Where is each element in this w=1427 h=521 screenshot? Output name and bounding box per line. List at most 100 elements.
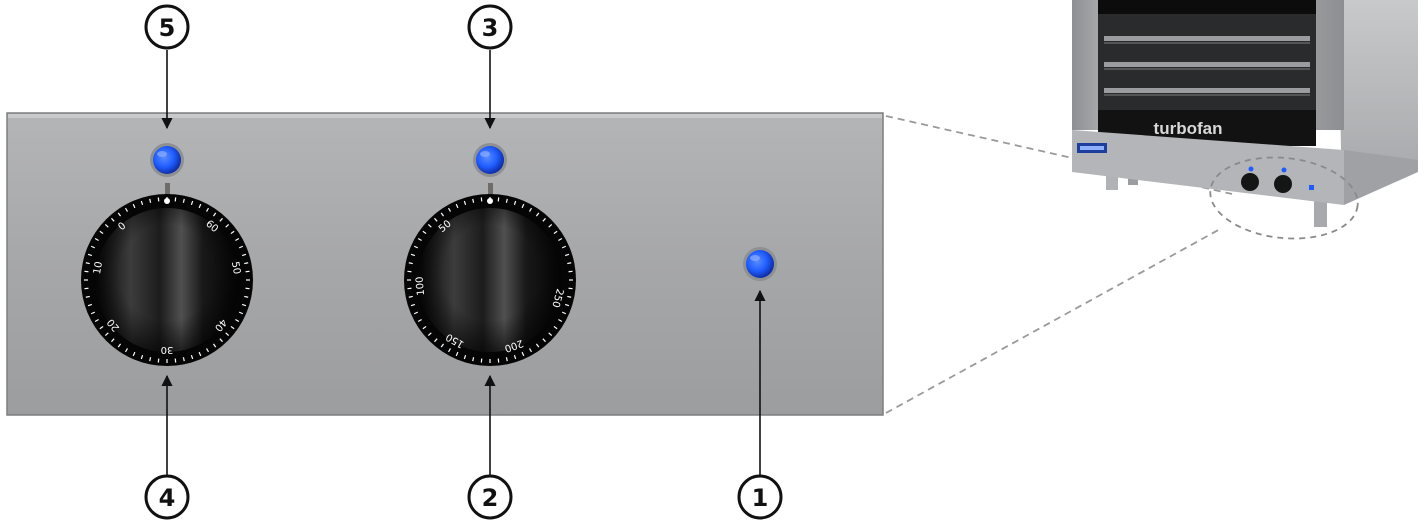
dial-tick — [553, 325, 558, 330]
dial-tick — [567, 262, 572, 265]
dial-tick — [548, 224, 553, 228]
dial-tick — [513, 200, 517, 206]
svg-text:5: 5 — [159, 14, 176, 42]
power-indicator-lamp — [743, 247, 777, 281]
dial-tick — [190, 354, 194, 360]
dial-tick — [238, 245, 244, 249]
thermostat-knob-pointer — [488, 183, 493, 197]
svg-text:2: 2 — [482, 484, 499, 512]
dial-tick — [149, 357, 152, 362]
dial-tick — [564, 253, 570, 257]
callout-5: 5 — [144, 4, 190, 50]
dial-tick — [205, 207, 210, 212]
oven-illustration: turbofan — [1072, 0, 1418, 240]
dial-tick — [535, 212, 540, 217]
oven-cavity — [1098, 0, 1316, 118]
dial-tick — [535, 343, 540, 348]
dial-tick — [241, 253, 247, 257]
dial-tick — [505, 198, 508, 203]
oven-mini-lamp — [1248, 166, 1254, 172]
dial-tick — [117, 343, 122, 348]
oven-mini-knob — [1241, 173, 1259, 191]
oven-side-panel — [1338, 0, 1418, 200]
callout-4: 4 — [144, 474, 190, 520]
dial-label: 100 — [414, 276, 427, 296]
dial-tick — [447, 207, 452, 212]
dial-tick — [182, 198, 185, 203]
dial-tick — [182, 357, 185, 362]
dial-tick — [94, 318, 99, 323]
dial-tick — [434, 217, 438, 222]
dial-label: 0 — [116, 220, 128, 233]
dial-tick — [567, 295, 572, 298]
dial-tick — [85, 262, 90, 265]
dial-tick — [104, 224, 109, 228]
dial-tick — [417, 318, 422, 323]
dial-tick — [140, 200, 144, 206]
dial-tick — [564, 303, 570, 307]
dial-tick — [413, 311, 419, 315]
dial-tick — [230, 325, 235, 330]
zoom-leader-bottom — [885, 227, 1223, 414]
dial-tick — [440, 212, 445, 217]
dial-label: 250 — [549, 287, 565, 308]
callout-2: 2 — [467, 474, 513, 520]
dial-tick — [472, 357, 475, 362]
dial-tick — [225, 332, 230, 336]
dial-tick — [528, 348, 533, 353]
dial-tick — [463, 354, 467, 360]
oven-rack-shadow — [1104, 68, 1310, 70]
dial-tick — [219, 338, 223, 343]
dial-tick — [427, 332, 432, 336]
oven-foot — [1314, 200, 1327, 227]
dial-tick — [149, 198, 152, 203]
dial-tick — [244, 262, 249, 265]
dial-tick — [94, 237, 99, 242]
dial-tick — [410, 303, 416, 307]
dial-tick — [553, 230, 558, 235]
dial-tick — [561, 245, 567, 249]
dial-tick — [417, 237, 422, 242]
dial-tick — [219, 217, 223, 222]
dial-tick — [132, 351, 136, 357]
dial-tick — [447, 348, 452, 353]
dial-tick — [455, 351, 459, 357]
dial-tick — [132, 203, 136, 209]
oven-rack — [1104, 62, 1310, 67]
timer-knob-pointer — [165, 183, 170, 197]
dial-tick — [521, 351, 525, 357]
dial-tick — [542, 217, 546, 222]
dial-tick — [198, 351, 202, 357]
oven-badge-inner — [1080, 146, 1104, 150]
dial-tick — [408, 295, 413, 298]
dial-tick — [225, 224, 230, 228]
callout-1: 1 — [737, 474, 783, 520]
dial-tick — [117, 212, 122, 217]
dial-tick — [212, 343, 217, 348]
oven-rack-shadow — [1104, 94, 1310, 96]
oven-cavity-top — [1098, 0, 1316, 14]
dial-tick — [410, 253, 416, 257]
thermostat-indicator-lamp — [473, 143, 507, 177]
dial-tick — [230, 230, 235, 235]
oven-rack — [1104, 88, 1310, 93]
dial-tick — [244, 295, 249, 298]
dial-tick — [241, 303, 247, 307]
dial-tick — [235, 237, 240, 242]
dial-label: 30 — [161, 344, 174, 355]
dial-tick — [472, 198, 475, 203]
oven-mini-lamp — [1281, 167, 1287, 173]
svg-text:1: 1 — [752, 484, 769, 512]
oven-rack-shadow — [1104, 42, 1310, 44]
dial-tick — [104, 332, 109, 336]
dial-tick — [99, 325, 104, 330]
dial-tick — [140, 354, 144, 360]
dial-tick — [542, 338, 546, 343]
dial-tick — [99, 230, 104, 235]
svg-text:4: 4 — [159, 484, 176, 512]
callout-3: 3 — [467, 4, 513, 50]
dial-tick — [548, 332, 553, 336]
dial-tick — [422, 230, 427, 235]
